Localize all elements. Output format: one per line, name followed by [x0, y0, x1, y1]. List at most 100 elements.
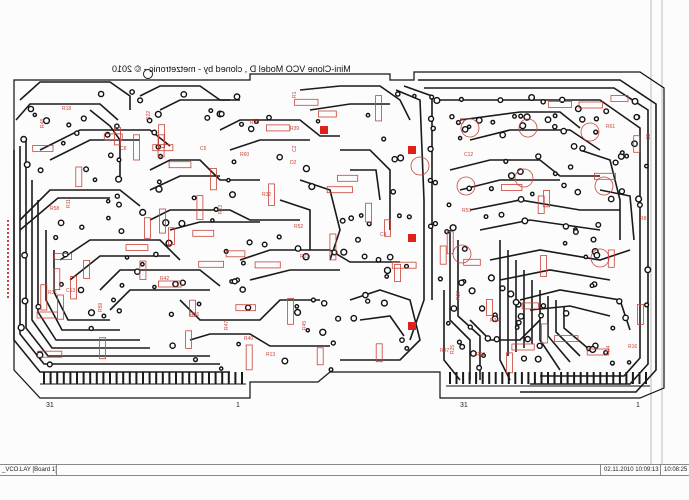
pad — [476, 364, 483, 371]
pad — [570, 142, 578, 150]
pad — [23, 161, 31, 169]
pad — [294, 245, 302, 252]
component-label: R24 — [490, 318, 499, 324]
pad — [589, 345, 597, 354]
component-outline — [543, 189, 550, 208]
component-label: R37 — [440, 348, 449, 354]
pad — [154, 110, 162, 118]
pad — [101, 313, 107, 319]
component-label: C5 — [200, 146, 207, 152]
component-outline — [37, 350, 63, 358]
connector-finger — [573, 372, 576, 384]
pad — [644, 266, 652, 274]
pad — [110, 297, 116, 303]
component-label: R59 — [98, 303, 104, 312]
pad — [562, 223, 570, 230]
pad — [521, 217, 529, 225]
component-outline — [53, 268, 61, 291]
component-outline — [189, 299, 196, 317]
connector-finger — [605, 372, 608, 384]
pad — [151, 129, 158, 136]
component-label: R61 — [606, 124, 615, 130]
component-outline — [225, 250, 246, 258]
component-outline — [394, 263, 402, 282]
pad — [475, 116, 483, 124]
pad — [538, 312, 544, 319]
connector-finger — [501, 372, 504, 384]
component-outline — [511, 343, 535, 351]
component-label: R22 — [146, 111, 152, 120]
pad — [459, 343, 466, 350]
component-label: R18 — [62, 106, 71, 112]
connector-finger — [128, 372, 131, 384]
component-outline — [541, 323, 548, 344]
component-outline — [198, 260, 224, 268]
pad — [294, 303, 300, 309]
pad — [365, 112, 371, 118]
pad — [499, 131, 507, 139]
pad — [497, 97, 504, 104]
pad — [330, 340, 336, 346]
pad — [21, 297, 29, 305]
connector-finger — [89, 372, 92, 384]
connector-finger — [625, 372, 628, 384]
pad — [430, 125, 437, 132]
pad — [37, 167, 44, 174]
pad — [458, 96, 464, 102]
pad — [350, 314, 358, 322]
connector-finger — [201, 372, 204, 384]
pad — [302, 164, 311, 173]
pad — [593, 129, 599, 135]
pad — [228, 191, 236, 199]
pad — [445, 320, 451, 326]
pad — [114, 175, 123, 183]
pad — [595, 221, 602, 228]
pad — [507, 172, 516, 180]
pad — [302, 253, 310, 261]
pad — [348, 215, 355, 222]
pad — [528, 93, 536, 101]
component-label: R16 — [628, 344, 637, 350]
pad — [626, 360, 632, 365]
pad — [17, 323, 25, 332]
connector-finger — [579, 372, 582, 384]
pad — [310, 297, 316, 303]
highlighted-pads — [320, 126, 416, 330]
pad — [276, 234, 282, 240]
pad — [380, 299, 389, 307]
transistor-outline — [518, 118, 538, 138]
pad — [634, 195, 643, 203]
transistor-outline — [410, 156, 430, 176]
footer-time: 10:08:25 — [664, 467, 688, 473]
pad — [105, 198, 111, 204]
pad — [469, 350, 477, 357]
pad — [478, 305, 486, 312]
connector-finger — [540, 372, 543, 384]
pad — [210, 218, 215, 223]
pad — [507, 290, 515, 298]
pad — [218, 366, 224, 371]
footer-file-label: _VCO.LAY [Board 1] — [2, 467, 57, 473]
pad — [335, 315, 342, 322]
pad — [404, 345, 410, 351]
pad — [118, 228, 125, 235]
connector-finger — [599, 372, 602, 384]
component-outline — [294, 98, 319, 106]
connector-finger — [612, 372, 615, 384]
pad — [589, 283, 595, 289]
component-outline — [375, 343, 383, 363]
pad — [366, 221, 372, 227]
pad — [517, 312, 525, 320]
pad — [146, 117, 153, 124]
connector-finger — [638, 372, 641, 384]
connector-finger — [241, 372, 243, 384]
component-outline — [316, 347, 324, 366]
connector-finger — [82, 372, 85, 384]
component-outline — [36, 311, 58, 319]
component-outline — [57, 294, 64, 320]
pad — [540, 99, 547, 105]
pad — [461, 245, 468, 252]
component-outline — [133, 134, 141, 161]
pad — [493, 336, 500, 343]
right-connector-pin-31: 31 — [460, 402, 468, 409]
